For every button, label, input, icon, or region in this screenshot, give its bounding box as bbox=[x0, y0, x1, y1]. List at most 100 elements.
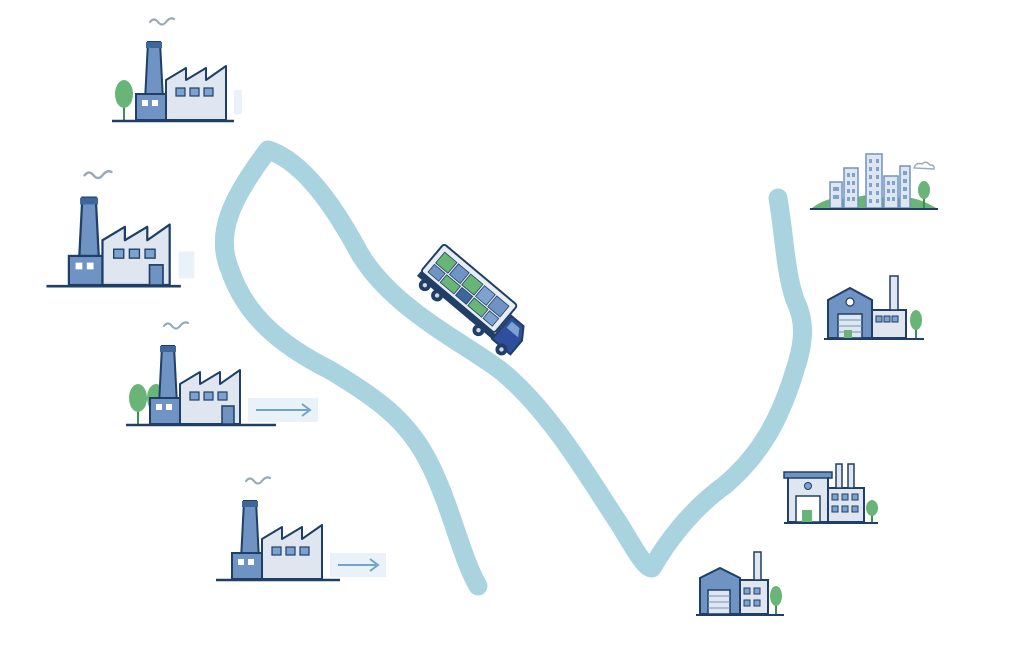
city-window bbox=[876, 183, 879, 187]
cargo-box bbox=[427, 263, 446, 282]
front-window bbox=[86, 262, 94, 270]
tree-icon bbox=[770, 586, 782, 614]
hall-window bbox=[144, 248, 156, 259]
office-window bbox=[891, 315, 899, 323]
arrow-right-icon bbox=[256, 403, 312, 417]
front-window bbox=[248, 559, 254, 565]
city-window bbox=[887, 189, 890, 193]
front-block bbox=[135, 93, 167, 121]
city-window bbox=[892, 197, 895, 201]
smoke-icon bbox=[244, 476, 272, 485]
city-window bbox=[869, 175, 872, 179]
office-window bbox=[753, 599, 761, 607]
outbound-band bbox=[178, 251, 195, 279]
front-window bbox=[166, 404, 172, 410]
crate bbox=[844, 330, 852, 338]
annex-window bbox=[851, 493, 859, 501]
arrow-right-icon bbox=[338, 558, 380, 572]
city-window bbox=[904, 195, 907, 199]
warehouse-icon bbox=[824, 275, 924, 340]
factory-icon bbox=[126, 321, 318, 427]
city-window bbox=[833, 195, 836, 199]
annex-window bbox=[841, 493, 849, 501]
office-window bbox=[883, 315, 891, 323]
city-window bbox=[869, 159, 872, 163]
hall-window bbox=[203, 87, 214, 97]
warehouse-icon bbox=[696, 551, 784, 616]
cargo-box bbox=[435, 251, 458, 274]
cargo-box bbox=[487, 295, 510, 318]
delivery-route-path bbox=[214, 140, 812, 596]
dc-emblem bbox=[804, 482, 812, 490]
chimney bbox=[889, 275, 899, 311]
hall-window bbox=[271, 546, 282, 556]
factory-icon bbox=[112, 17, 242, 123]
city-window bbox=[876, 199, 879, 203]
chimney-band bbox=[242, 501, 258, 507]
truck-layer bbox=[416, 243, 525, 356]
annex-window bbox=[831, 505, 839, 513]
hall-door bbox=[148, 264, 164, 286]
smoke-icon bbox=[83, 170, 113, 180]
office-block bbox=[871, 309, 907, 339]
truck-icon bbox=[416, 243, 525, 356]
annex-window bbox=[851, 505, 859, 513]
city-window bbox=[887, 181, 890, 185]
wheel-hub bbox=[499, 347, 504, 352]
city-window bbox=[847, 173, 850, 177]
cargo-box bbox=[482, 310, 500, 327]
supplier-factories bbox=[46, 17, 386, 582]
factory-1 bbox=[112, 17, 242, 123]
front-window bbox=[152, 100, 158, 106]
tree-icon bbox=[910, 310, 922, 338]
front-block bbox=[231, 552, 263, 580]
chimney bbox=[835, 463, 843, 489]
crate bbox=[802, 510, 812, 522]
tree-icon bbox=[918, 181, 930, 208]
front-window bbox=[238, 559, 244, 565]
cargo-box bbox=[467, 297, 489, 318]
wheel-hub bbox=[434, 293, 440, 298]
smoke-icon bbox=[148, 17, 176, 26]
front-window bbox=[156, 404, 162, 410]
wheel-hub bbox=[422, 282, 428, 288]
arrow-head bbox=[369, 558, 380, 572]
city-window bbox=[892, 181, 895, 185]
hall-window bbox=[299, 546, 310, 556]
chimney-band bbox=[160, 346, 176, 352]
tree-crown bbox=[866, 500, 878, 516]
city-window bbox=[876, 167, 879, 171]
tree-crown bbox=[115, 80, 133, 108]
city-window bbox=[869, 199, 872, 203]
tree-icon bbox=[129, 384, 147, 424]
city-skyline-icon bbox=[810, 153, 938, 210]
warehouse-vent bbox=[845, 297, 855, 307]
cargo-box bbox=[448, 263, 470, 285]
factory-icon bbox=[46, 170, 195, 288]
city-window bbox=[836, 195, 839, 199]
city-window bbox=[876, 159, 879, 163]
chimney bbox=[753, 551, 762, 581]
city-window bbox=[876, 175, 879, 179]
annex-window bbox=[841, 505, 849, 513]
city-window bbox=[852, 189, 855, 193]
city-window bbox=[847, 189, 850, 193]
chimney-band bbox=[80, 197, 98, 205]
city-window bbox=[836, 187, 839, 191]
tree-icon bbox=[115, 80, 133, 120]
front-block bbox=[67, 254, 104, 287]
hall-window bbox=[128, 248, 141, 259]
office-window bbox=[743, 587, 751, 595]
front-window bbox=[75, 262, 83, 270]
city-building bbox=[843, 167, 859, 209]
city-window bbox=[852, 197, 855, 201]
factory-4 bbox=[216, 476, 386, 582]
cab-window bbox=[506, 321, 520, 338]
cargo-box bbox=[461, 273, 484, 296]
city-window bbox=[847, 197, 850, 201]
city-window bbox=[869, 191, 872, 195]
wheel-hub bbox=[476, 327, 481, 333]
cargo-box bbox=[454, 287, 474, 305]
hall-window bbox=[203, 391, 214, 401]
